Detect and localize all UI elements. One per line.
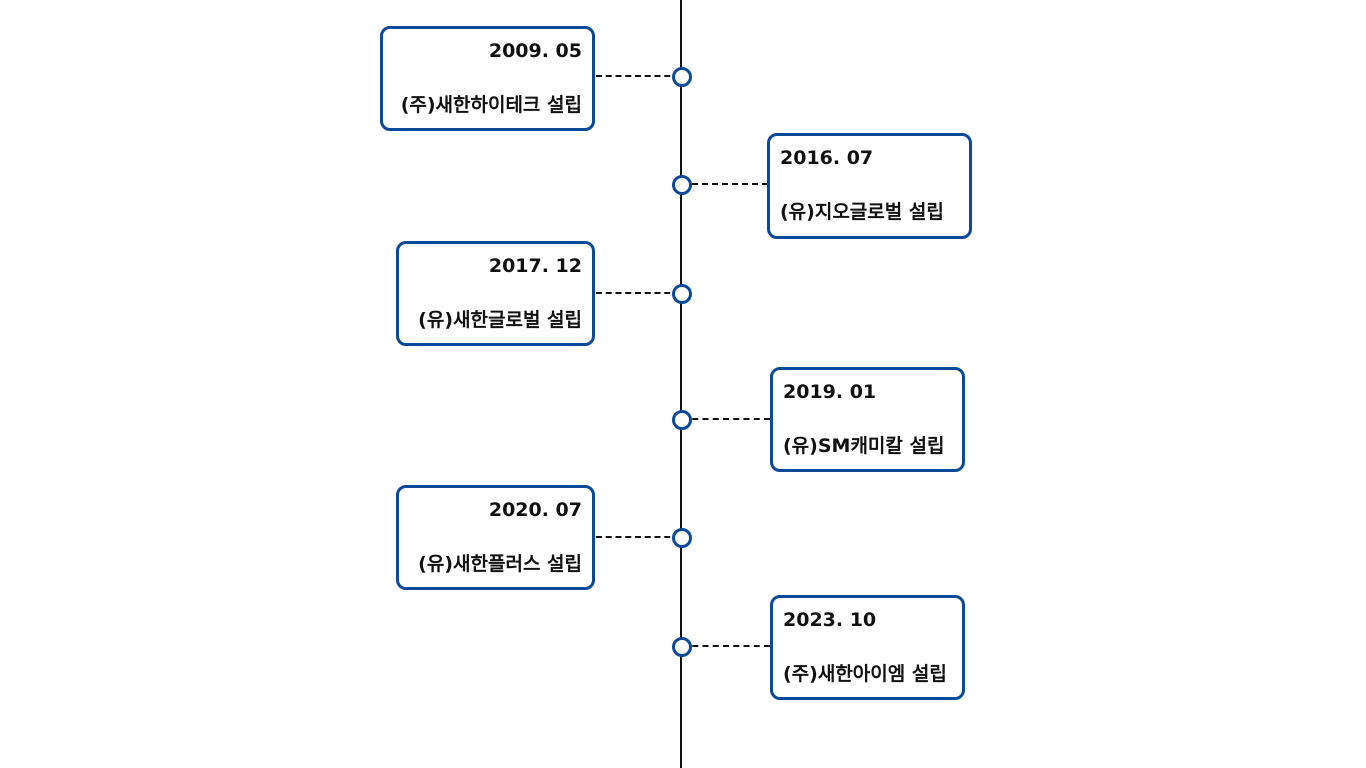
event-description: (유)새한플러스 설립 bbox=[418, 553, 582, 575]
timeline-event: 2016. 07 (유)지오글로벌 설립 bbox=[767, 133, 972, 239]
timeline-event: 2020. 07 (유)새한플러스 설립 bbox=[396, 485, 595, 590]
timeline-node bbox=[672, 175, 692, 195]
timeline-connector bbox=[682, 645, 770, 647]
timeline-event: 2017. 12 (유)새한글로벌 설립 bbox=[396, 241, 595, 346]
event-date: 2019. 01 bbox=[783, 381, 877, 403]
timeline-node bbox=[672, 410, 692, 430]
timeline-connector bbox=[596, 75, 680, 77]
event-description: (주)새한아이엠 설립 bbox=[783, 663, 947, 685]
timeline-node bbox=[672, 637, 692, 657]
event-date: 2016. 07 bbox=[780, 147, 874, 169]
timeline-connector bbox=[682, 183, 768, 185]
event-date: 2009. 05 bbox=[488, 40, 582, 62]
timeline-node bbox=[672, 67, 692, 87]
event-description: (유)새한글로벌 설립 bbox=[418, 309, 582, 331]
event-date: 2023. 10 bbox=[783, 609, 877, 631]
timeline-event: 2023. 10 (주)새한아이엠 설립 bbox=[770, 595, 965, 700]
timeline-axis bbox=[680, 0, 682, 768]
timeline-event: 2019. 01 (유)SM캐미칼 설립 bbox=[770, 367, 965, 472]
event-description: (유)SM캐미칼 설립 bbox=[783, 435, 945, 457]
timeline-connector bbox=[596, 292, 680, 294]
timeline-node bbox=[672, 284, 692, 304]
event-description: (유)지오글로벌 설립 bbox=[780, 201, 944, 223]
event-date: 2017. 12 bbox=[488, 255, 582, 277]
event-description: (주)새한하이테크 설립 bbox=[400, 94, 582, 116]
timeline-event: 2009. 05 (주)새한하이테크 설립 bbox=[380, 26, 595, 131]
timeline-connector bbox=[596, 536, 680, 538]
timeline-connector bbox=[682, 418, 770, 420]
timeline-node bbox=[672, 528, 692, 548]
event-date: 2020. 07 bbox=[488, 499, 582, 521]
